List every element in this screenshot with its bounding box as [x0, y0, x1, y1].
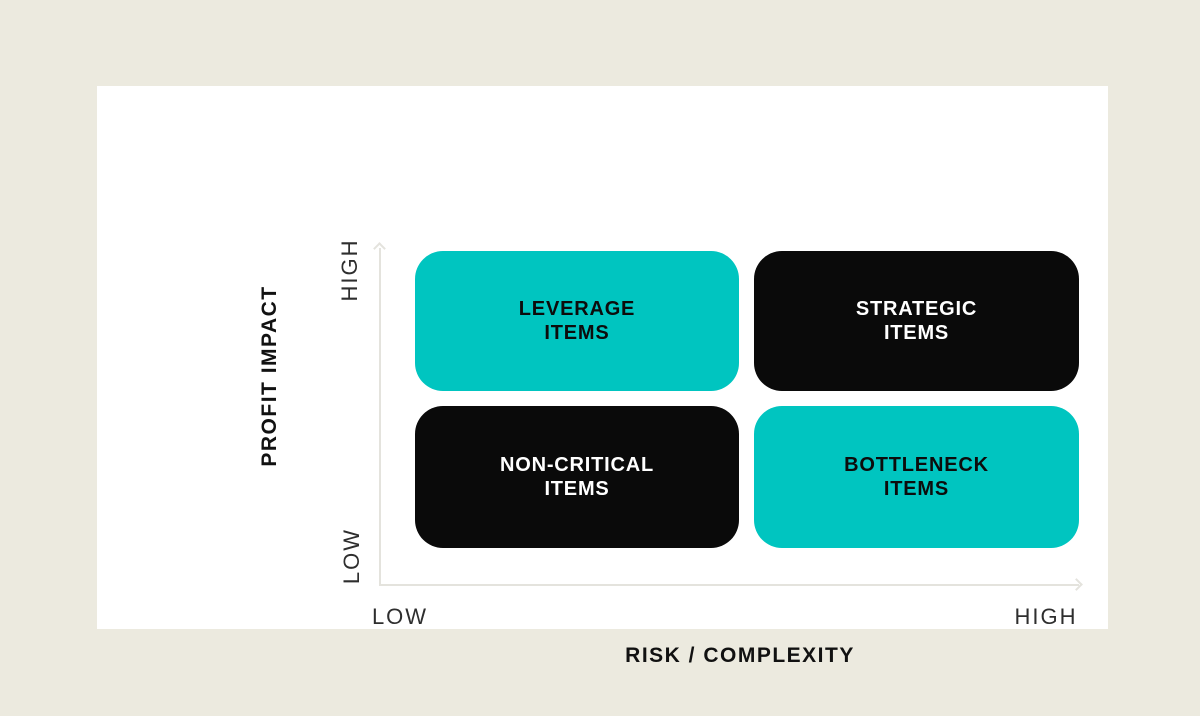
x-axis-tick-high: HIGH: [1014, 604, 1078, 629]
x-axis-arrow-icon: [1070, 578, 1083, 591]
quadrant-label-line1: NON-CRITICAL: [499, 454, 655, 476]
quadrant-label: BOTTLENECK ITEMS: [844, 453, 989, 501]
quadrant-non-critical-items: NON-CRITICAL ITEMS: [415, 406, 739, 548]
y-axis-line: [379, 248, 381, 585]
x-axis-tick-low: LOW: [371, 604, 429, 629]
quadrant-label-line1: LEVERAGE: [518, 298, 636, 320]
x-axis-line: [379, 584, 1079, 586]
quadrant-leverage-items: LEVERAGE ITEMS: [415, 251, 739, 391]
y-axis-tick-low: LOW: [339, 527, 364, 585]
quadrant-label: STRATEGIC ITEMS: [856, 297, 977, 345]
quadrant-label: LEVERAGE ITEMS: [519, 297, 635, 345]
quadrant-label-line2: ITEMS: [883, 322, 950, 344]
quadrant-label: NON-CRITICAL ITEMS: [500, 453, 654, 501]
quadrant-bottleneck-items: BOTTLENECK ITEMS: [754, 406, 1079, 548]
matrix-card: PROFIT IMPACT RISK / COMPLEXITY HIGH LOW…: [97, 86, 1108, 667]
quadrant-label-line2: ITEMS: [544, 322, 610, 344]
quadrant-strategic-items: STRATEGIC ITEMS: [754, 251, 1079, 391]
y-axis-tick-high: HIGH: [337, 238, 362, 302]
y-axis-title: PROFIT IMPACT: [258, 285, 281, 467]
quadrant-label-line2: ITEMS: [544, 478, 610, 500]
quadrant-label-line1: STRATEGIC: [855, 298, 978, 320]
y-axis-arrow-icon: [373, 242, 386, 255]
quadrant-label-line1: BOTTLENECK: [844, 454, 989, 476]
quadrant-label-line2: ITEMS: [883, 478, 950, 500]
x-axis-title: RISK / COMPLEXITY: [625, 644, 855, 667]
